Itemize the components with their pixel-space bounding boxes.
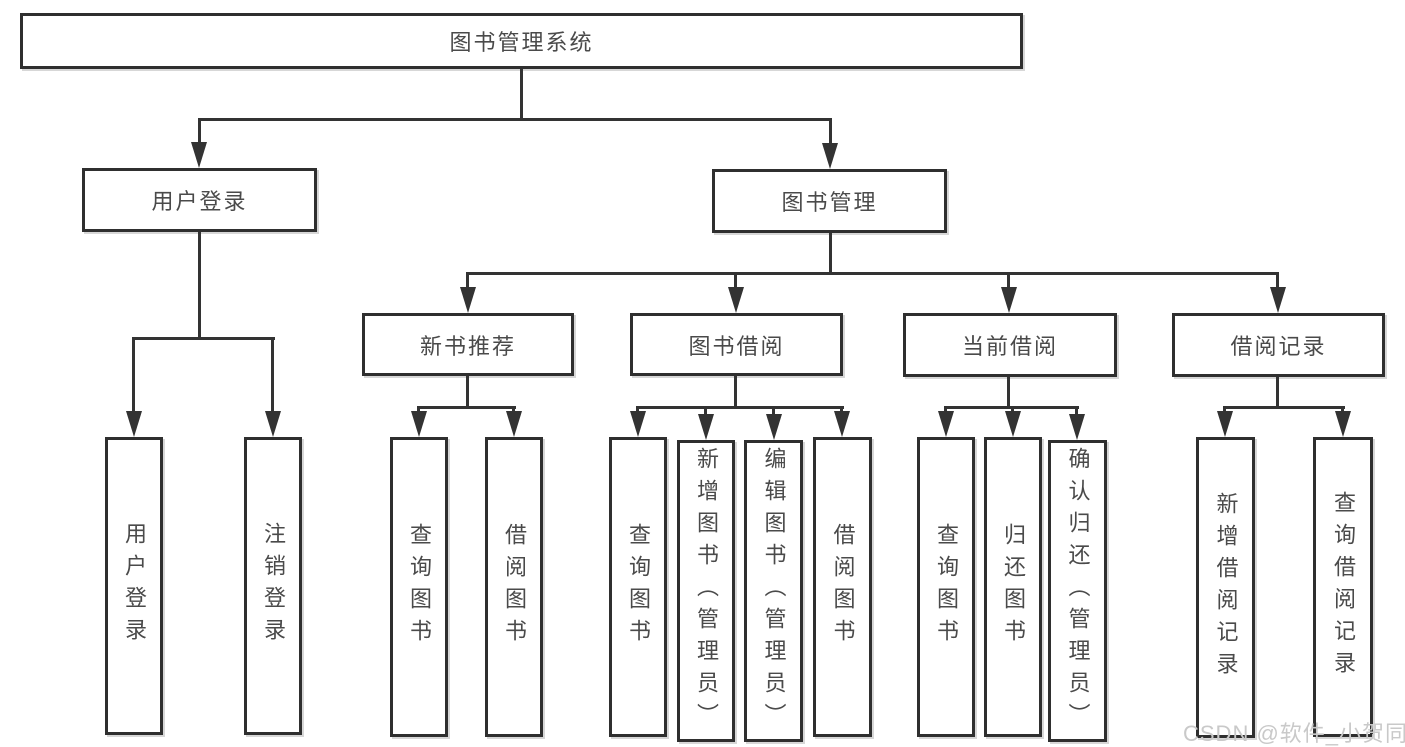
leaf-add-borrow-record-label: 新增借阅记录 bbox=[1213, 491, 1239, 684]
connector-line bbox=[734, 272, 737, 289]
connector-line bbox=[133, 337, 275, 340]
connector-line bbox=[132, 337, 135, 413]
connector-line bbox=[1011, 406, 1014, 413]
leaf-borrow-books-2-label: 借阅图书 bbox=[830, 523, 856, 651]
arrowhead bbox=[1001, 287, 1017, 313]
node-book-borrow: 图书借阅 bbox=[630, 313, 843, 376]
node-user-login-label: 用户登录 bbox=[151, 189, 248, 214]
leaf-add-book-admin: 新增图书（管理员） bbox=[677, 440, 735, 742]
connector-line bbox=[840, 406, 843, 413]
connector-line bbox=[271, 337, 274, 413]
leaf-confirm-return-admin-label: 确认归还（管理员） bbox=[1065, 447, 1091, 735]
leaf-logout-label: 注销登录 bbox=[261, 522, 286, 650]
connector-line bbox=[1224, 406, 1345, 409]
connector-line bbox=[829, 118, 832, 146]
leaf-query-borrow-record-label: 查询借阅记录 bbox=[1331, 491, 1356, 683]
connector-line bbox=[417, 406, 420, 413]
arrowhead bbox=[698, 414, 714, 440]
leaf-query-books-2-label: 查询图书 bbox=[626, 523, 651, 651]
connector-line bbox=[1276, 377, 1279, 409]
leaf-edit-book-admin: 编辑图书（管理员） bbox=[744, 440, 803, 742]
node-root: 图书管理系统 bbox=[20, 13, 1023, 69]
connector-line bbox=[520, 69, 523, 121]
leaf-borrow-books-2: 借阅图书 bbox=[813, 437, 872, 737]
connector-line bbox=[636, 406, 639, 413]
leaf-query-books-3-label: 查询图书 bbox=[934, 523, 959, 651]
node-borrow-records-label: 借阅记录 bbox=[1230, 334, 1327, 359]
leaf-query-borrow-record: 查询借阅记录 bbox=[1313, 437, 1373, 737]
arrowhead bbox=[460, 287, 476, 313]
connector-line bbox=[1007, 272, 1010, 289]
leaf-query-books-1-label: 查询图书 bbox=[407, 523, 432, 651]
arrowhead bbox=[1335, 411, 1351, 437]
connector-line bbox=[944, 406, 947, 413]
connector-line bbox=[1007, 377, 1010, 409]
node-root-label: 图书管理系统 bbox=[449, 30, 594, 55]
connector-line bbox=[772, 406, 775, 416]
leaf-logout: 注销登录 bbox=[244, 437, 302, 735]
leaf-query-books-2: 查询图书 bbox=[609, 437, 667, 737]
connector-line bbox=[1223, 406, 1226, 413]
arrowhead bbox=[834, 411, 850, 437]
node-user-login: 用户登录 bbox=[82, 168, 317, 232]
leaf-query-books-3: 查询图书 bbox=[917, 437, 975, 737]
arrowhead bbox=[1270, 287, 1286, 313]
arrowhead bbox=[191, 142, 207, 168]
node-borrow-records: 借阅记录 bbox=[1172, 313, 1385, 377]
leaf-add-book-admin-label: 新增图书（管理员） bbox=[694, 447, 719, 735]
connector-line bbox=[466, 272, 469, 289]
csdn-watermark: CSDN @软件_小贺同学 bbox=[1183, 721, 1405, 746]
connector-line bbox=[418, 406, 516, 409]
leaf-borrow-books-1-label: 借阅图书 bbox=[502, 523, 527, 651]
arrowhead bbox=[822, 143, 838, 169]
arrowhead bbox=[1069, 414, 1085, 440]
node-book-borrow-label: 图书借阅 bbox=[688, 333, 785, 359]
leaf-return-books-label: 归还图书 bbox=[1001, 523, 1026, 651]
connector-line bbox=[1075, 406, 1078, 416]
connector-line bbox=[734, 376, 737, 409]
node-new-book-recommend: 新书推荐 bbox=[362, 313, 574, 376]
connector-line bbox=[198, 118, 832, 121]
arrowhead bbox=[411, 411, 427, 437]
leaf-user-login: 用户登录 bbox=[105, 437, 163, 735]
node-book-management: 图书管理 bbox=[712, 169, 947, 233]
arrowhead bbox=[1217, 411, 1233, 437]
arrowhead bbox=[728, 287, 744, 313]
node-book-management-label: 图书管理 bbox=[781, 190, 878, 215]
arrowhead bbox=[126, 411, 142, 437]
connector-line bbox=[198, 232, 201, 340]
connector-line bbox=[198, 118, 201, 146]
connector-line bbox=[704, 406, 707, 416]
connector-line bbox=[829, 233, 832, 275]
node-current-borrow-label: 当前借阅 bbox=[961, 334, 1058, 359]
leaf-confirm-return-admin: 确认归还（管理员） bbox=[1048, 440, 1107, 742]
connector-line bbox=[466, 376, 469, 409]
arrowhead bbox=[506, 411, 522, 437]
arrowhead bbox=[766, 414, 782, 440]
leaf-add-borrow-record: 新增借阅记录 bbox=[1196, 437, 1255, 738]
connector-line bbox=[512, 406, 515, 413]
connector-line bbox=[467, 272, 1279, 275]
arrowhead bbox=[630, 411, 646, 437]
connector-line bbox=[1341, 406, 1344, 413]
leaf-user-login-label: 用户登录 bbox=[122, 522, 147, 650]
node-current-borrow: 当前借阅 bbox=[903, 313, 1117, 377]
leaf-borrow-books-1: 借阅图书 bbox=[485, 437, 543, 737]
arrowhead bbox=[1005, 411, 1021, 437]
leaf-edit-book-admin-label: 编辑图书（管理员） bbox=[761, 447, 787, 735]
connector-line bbox=[637, 406, 844, 409]
leaf-return-books: 归还图书 bbox=[984, 437, 1042, 737]
arrowhead bbox=[265, 411, 281, 437]
node-new-book-recommend-label: 新书推荐 bbox=[419, 333, 516, 359]
leaf-query-books-1: 查询图书 bbox=[390, 437, 448, 737]
arrowhead bbox=[938, 411, 954, 437]
connector-line bbox=[1276, 272, 1279, 289]
